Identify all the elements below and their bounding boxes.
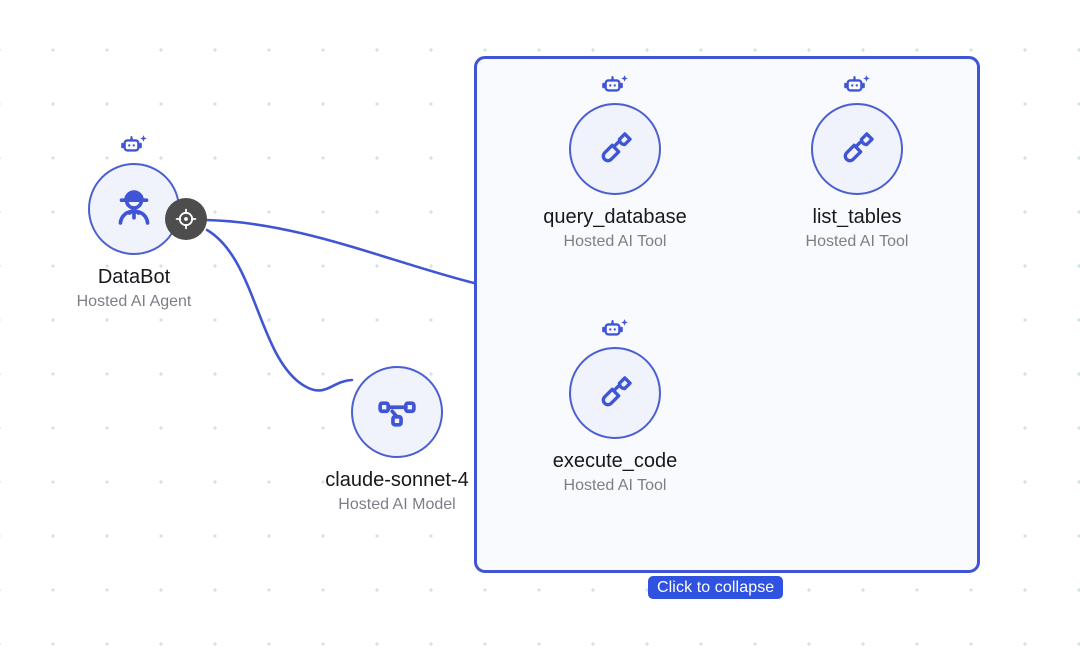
tool-subtitle: Hosted AI Tool xyxy=(563,232,667,250)
robot-sparkle-icon xyxy=(842,71,872,101)
screwdriver-tool-icon xyxy=(843,132,874,163)
tool-title: execute_code xyxy=(552,450,678,472)
databot-avatar-circle[interactable] xyxy=(88,163,180,255)
robot-sparkle-icon xyxy=(119,131,149,161)
connection-handle[interactable] xyxy=(165,198,207,240)
model-network-icon xyxy=(378,401,416,427)
tool-subtitle: Hosted AI Tool xyxy=(563,476,667,494)
databot-subtitle: Hosted AI Agent xyxy=(76,292,192,310)
collapse-group-button[interactable]: Click to collapse xyxy=(648,576,784,599)
node-databot[interactable]: DataBot Hosted AI Agent xyxy=(14,131,254,311)
node-model[interactable]: claude-sonnet-4 Hosted AI Model xyxy=(277,334,517,514)
tool-title: list_tables xyxy=(812,206,902,228)
robot-sparkle-icon xyxy=(600,315,630,345)
node-tool-list-tables[interactable]: list_tables Hosted AI Tool xyxy=(737,71,977,251)
tool-title: query_database xyxy=(543,206,687,228)
model-title: claude-sonnet-4 xyxy=(325,469,469,491)
tool-avatar-circle[interactable] xyxy=(569,347,661,439)
tool-subtitle: Hosted AI Tool xyxy=(805,232,909,250)
databot-title: DataBot xyxy=(97,266,171,288)
node-tool-query-database[interactable]: query_database Hosted AI Tool xyxy=(495,71,735,251)
tool-avatar-circle[interactable] xyxy=(811,103,903,195)
crosshair-target-icon xyxy=(175,208,197,230)
screwdriver-tool-icon xyxy=(601,376,632,407)
node-tool-execute-code[interactable]: execute_code Hosted AI Tool xyxy=(495,315,735,495)
model-avatar-circle[interactable] xyxy=(351,366,443,458)
model-subtitle: Hosted AI Model xyxy=(338,495,456,513)
screwdriver-tool-icon xyxy=(601,132,632,163)
robot-sparkle-icon xyxy=(600,71,630,101)
tool-avatar-circle[interactable] xyxy=(569,103,661,195)
